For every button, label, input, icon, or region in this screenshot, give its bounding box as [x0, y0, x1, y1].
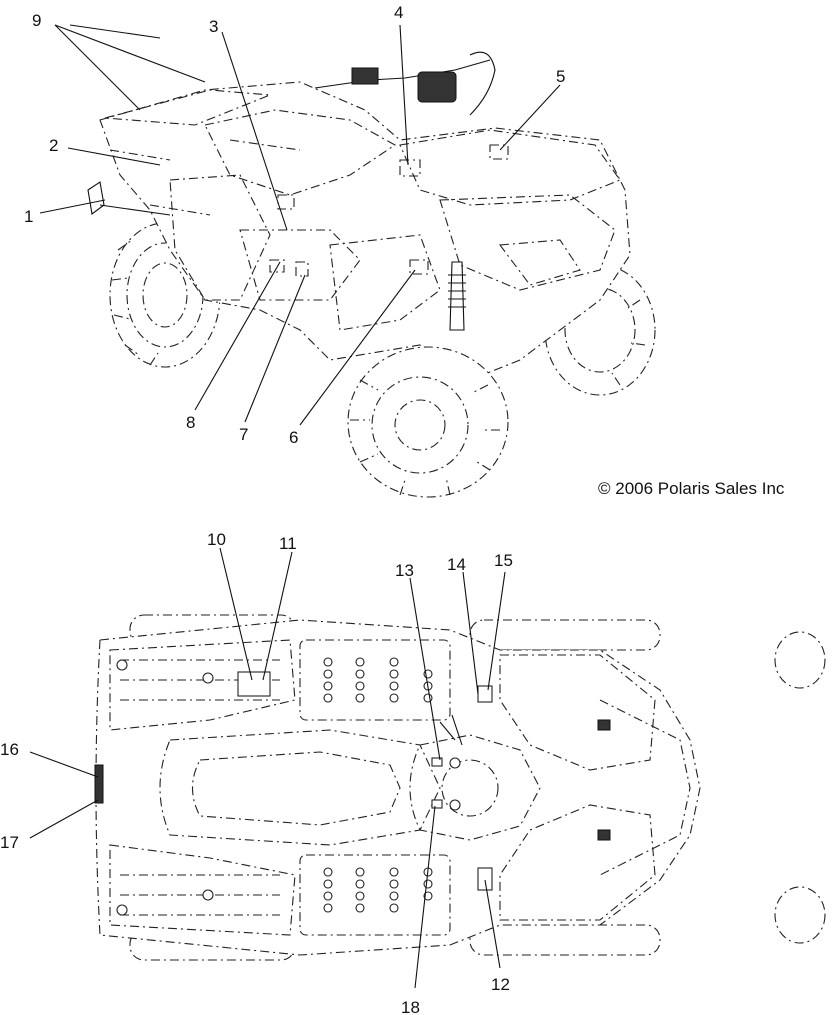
leader-lines-bottom [29, 547, 506, 989]
callout-1: 1 [24, 207, 33, 226]
callout-8: 8 [186, 413, 195, 432]
callout-16: 16 [0, 740, 19, 759]
callout-14: 14 [447, 555, 466, 574]
callout-9: 9 [32, 11, 41, 30]
callout-10: 10 [207, 530, 226, 549]
callout-11: 11 [279, 534, 297, 553]
callout-3: 3 [209, 17, 218, 36]
callout-13: 13 [395, 561, 414, 580]
front-shock [448, 261, 466, 331]
callout-12: 12 [491, 975, 510, 994]
callout-6: 6 [289, 428, 298, 447]
handlebars [314, 51, 496, 116]
front-left-wheel [347, 346, 509, 498]
atv-top-view: 10 11 12 13 14 15 16 17 18 [0, 530, 826, 1015]
atv-isometric-view: 1 2 3 4 5 6 7 8 9 © 2006 Polaris Sales I… [24, 3, 785, 498]
callout-7: 7 [239, 425, 248, 444]
callout-4: 4 [394, 3, 403, 22]
atv-body [99, 81, 631, 381]
callout-15: 15 [494, 551, 513, 570]
callout-2: 2 [49, 136, 58, 155]
callout-17: 17 [0, 833, 19, 852]
callout-18: 18 [401, 998, 420, 1015]
callout-5: 5 [556, 67, 565, 86]
copyright-text: © 2006 Polaris Sales Inc [598, 479, 785, 498]
leader-lines-top [39, 24, 561, 426]
footrest-pegs [299, 639, 451, 936]
